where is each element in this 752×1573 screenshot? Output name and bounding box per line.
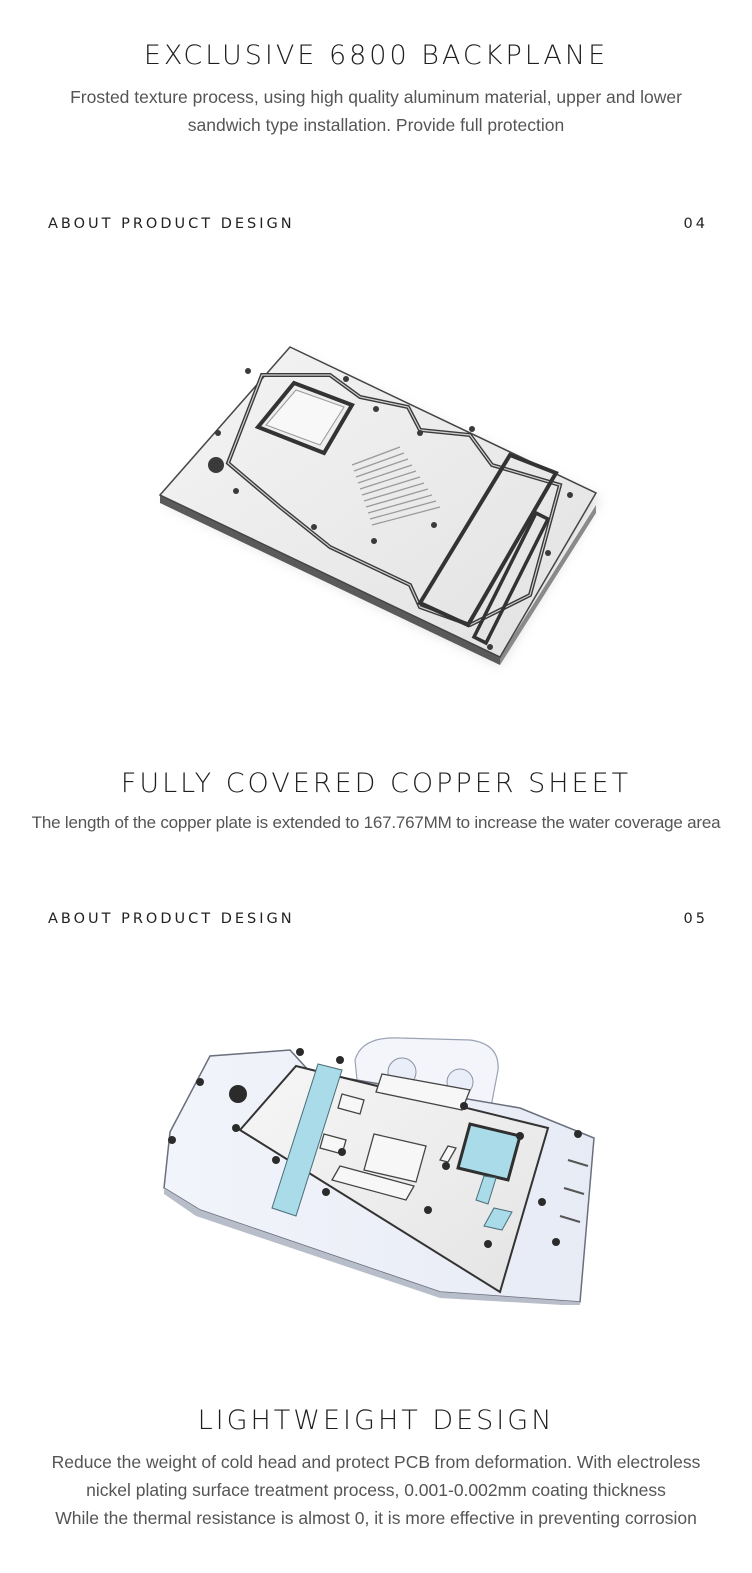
section-description-line: Reduce the weight of cold head and prote… <box>51 1452 701 1472</box>
waterblock-image <box>163 1037 595 1305</box>
section-title: EXCLUSIVE 6800 BACKPLANE <box>143 40 609 71</box>
section-copper-sheet: FULLY COVERED COPPER SHEET The length of… <box>0 768 752 837</box>
about-product-bar: ABOUT PRODUCT DESIGN 04 <box>48 216 708 232</box>
section-backplane: EXCLUSIVE 6800 BACKPLANE Frosted texture… <box>0 40 752 139</box>
section-title: FULLY COVERED COPPER SHEET <box>120 768 632 799</box>
section-description-line: The length of the copper plate is extend… <box>31 813 721 832</box>
backplane-figure <box>0 335 752 675</box>
section-description-line: nickel plating surface treatment process… <box>86 1480 666 1500</box>
section-number: 05 <box>683 911 708 927</box>
backplane-image <box>158 346 600 665</box>
about-product-bar: ABOUT PRODUCT DESIGN 05 <box>48 911 708 927</box>
section-number: 04 <box>683 216 708 232</box>
section-description-line: sandwich type installation. Provide full… <box>187 115 565 135</box>
about-product-label: ABOUT PRODUCT DESIGN <box>48 216 295 232</box>
section-description-line: While the thermal resistance is almost 0… <box>55 1508 697 1528</box>
section-lightweight: LIGHTWEIGHT DESIGN Reduce the weight of … <box>0 1405 752 1532</box>
about-product-label: ABOUT PRODUCT DESIGN <box>48 911 295 927</box>
waterblock-figure <box>0 1020 752 1305</box>
section-description-line: Frosted texture process, using high qual… <box>70 87 682 107</box>
section-title: LIGHTWEIGHT DESIGN <box>197 1405 555 1436</box>
